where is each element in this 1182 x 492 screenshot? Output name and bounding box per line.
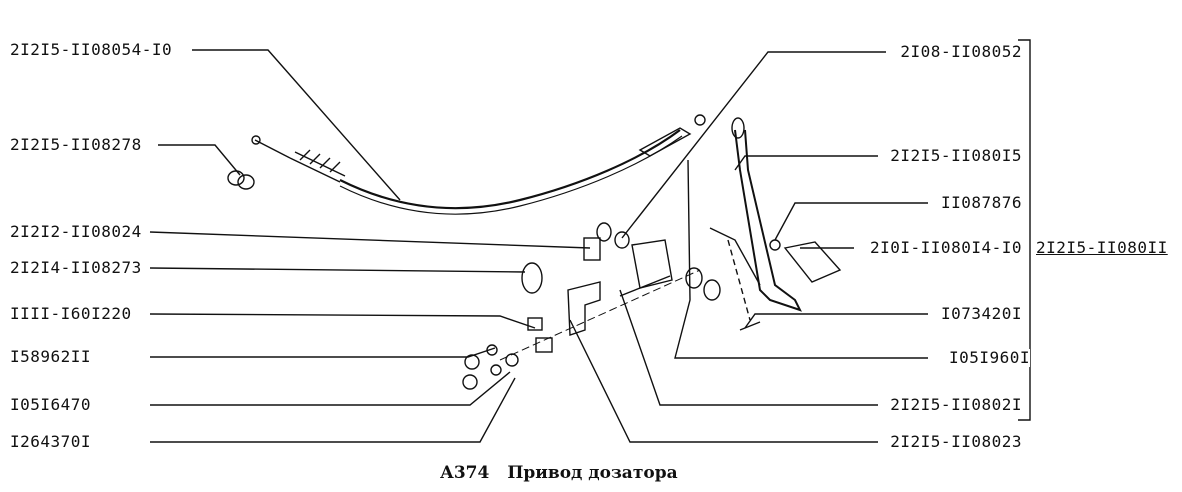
nut-part	[237, 174, 255, 190]
pedal-pad	[783, 241, 842, 283]
lever-rod	[709, 227, 761, 286]
axle-part	[619, 275, 671, 297]
part-label: 2I2I5-II08054-I0	[10, 40, 173, 59]
part-label: 2I2I5-II08278	[10, 135, 142, 154]
washer-part	[614, 231, 630, 249]
leader-line	[569, 319, 878, 443]
part-label: 2I2I5-II08023	[890, 432, 1022, 451]
nut-part	[227, 170, 245, 186]
leader-line	[149, 313, 536, 329]
leader-line	[774, 202, 928, 241]
dashed-line	[727, 239, 751, 321]
pin-part	[739, 321, 761, 331]
leader-line	[674, 159, 928, 359]
part-label: 2I2I4-II08273	[10, 258, 142, 277]
leader-line	[150, 347, 496, 358]
part-label: 2I0I-II080I4-I0	[870, 238, 1022, 257]
bushing-part	[527, 317, 543, 331]
cable-end-eye	[251, 135, 261, 145]
washer-part	[769, 239, 781, 251]
cable-spring	[289, 149, 346, 183]
part-label: I073420I	[940, 304, 1022, 323]
washer-part	[490, 364, 502, 376]
washer-part	[486, 344, 498, 356]
centerline	[499, 269, 701, 361]
cable	[339, 135, 683, 215]
leader-line	[149, 267, 526, 273]
assembly-label: 2I2I5-II080II	[1036, 238, 1168, 257]
part-label: I264370I	[10, 432, 92, 451]
leader-line	[158, 144, 241, 176]
washer-part	[596, 222, 612, 242]
washer-part	[505, 353, 519, 367]
leader-line	[621, 51, 886, 239]
lever-eye	[731, 117, 745, 139]
cable-sleeve	[638, 127, 692, 157]
leader-line	[150, 377, 516, 443]
part-label: I05I960I	[948, 348, 1030, 367]
figure-caption: А374 Привод дозатора	[440, 463, 696, 483]
cable-end	[254, 139, 291, 159]
washer-part	[685, 267, 703, 289]
washer-part	[703, 279, 721, 301]
leader-line	[734, 155, 878, 171]
part-label: 2I2I2-II08024	[10, 222, 142, 241]
leader-line	[150, 371, 511, 406]
part-label: I58962II	[10, 347, 92, 366]
mount-bracket	[567, 281, 601, 336]
part-label: 2I2I5-II0802I	[890, 395, 1022, 414]
support-bracket	[631, 239, 673, 289]
part-label: I05I6470	[10, 395, 92, 414]
nut-part	[464, 354, 480, 370]
cable	[339, 129, 681, 210]
clip-part	[583, 237, 601, 261]
assembly-bracket	[1018, 39, 1031, 421]
figure-code: А374	[440, 463, 490, 483]
nut-part	[462, 374, 478, 390]
part-label: 2I08-II08052	[900, 42, 1022, 61]
pedal-lever	[734, 129, 802, 312]
leader-line	[744, 313, 928, 329]
leader-line	[149, 231, 591, 249]
bushing-part	[521, 262, 543, 294]
part-label: II087876	[940, 193, 1022, 212]
part-label: 2I2I5-II080I5	[890, 146, 1022, 165]
leader-line	[619, 289, 878, 406]
cable-end-eye	[694, 114, 706, 126]
leader-line	[192, 49, 401, 201]
bushing-part	[535, 337, 553, 353]
part-label: IIII-I60I220	[10, 304, 132, 323]
figure-title: Привод дозатора	[507, 463, 678, 483]
